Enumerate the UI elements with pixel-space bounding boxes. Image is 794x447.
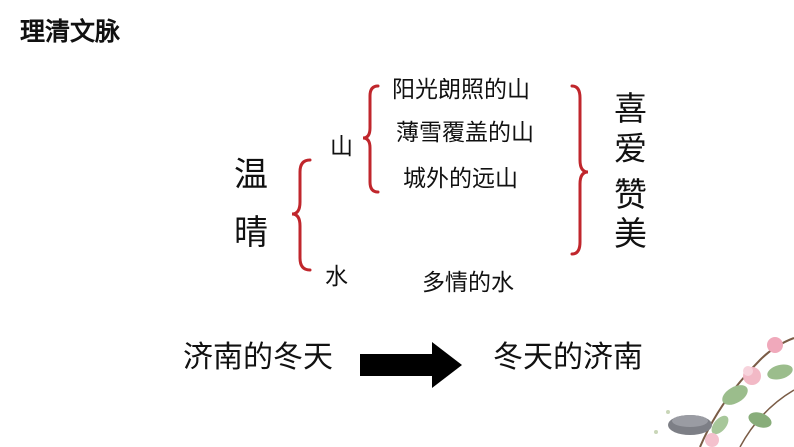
- left-char-2: 晴: [234, 213, 268, 253]
- mountain-item-3: 城外的远山: [403, 166, 518, 192]
- page-title: 理清文脉: [20, 17, 121, 46]
- water-item: 多情的水: [422, 270, 514, 296]
- mountain-item-1: 阳光朗照的山: [392, 77, 530, 103]
- bottom-to: 冬天的济南: [493, 340, 643, 375]
- branch-mountain: 山: [330, 134, 353, 160]
- transform-arrow: [360, 342, 462, 388]
- mountain-item-2: 薄雪覆盖的山: [396, 120, 534, 146]
- left-brace: [291, 158, 312, 272]
- right-char-3: 赞: [614, 175, 647, 214]
- branch-water: 水: [325, 264, 348, 290]
- right-char-2: 爱: [614, 129, 647, 168]
- right-char-4: 美: [614, 214, 647, 253]
- mountain-brace: [362, 84, 380, 194]
- flower-branch-illustration: [654, 337, 794, 447]
- right-brace: [570, 84, 589, 256]
- right-char-1: 喜: [614, 89, 647, 128]
- bottom-from: 济南的冬天: [183, 340, 333, 375]
- left-char-1: 温: [234, 155, 268, 195]
